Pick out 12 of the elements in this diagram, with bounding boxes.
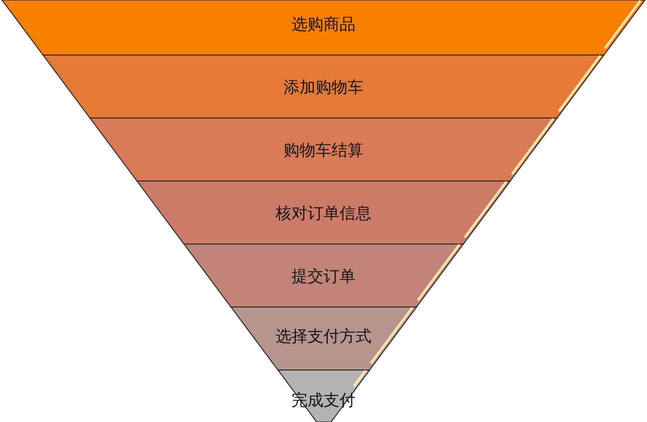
funnel-band	[2, 0, 645, 55]
band-label: 添加购物车	[283, 77, 364, 96]
funnel-band	[230, 307, 416, 370]
band-label: 选购商品	[292, 14, 356, 33]
funnel-band	[184, 244, 464, 307]
funnel-band	[136, 181, 510, 244]
funnel-band	[90, 118, 558, 181]
band-label: 核对订单信息	[275, 203, 372, 222]
band-label: 购物车结算	[283, 140, 364, 159]
band-label: 提交订单	[291, 266, 356, 285]
funnel-band	[42, 55, 604, 118]
band-label: 选择支付方式	[275, 326, 372, 345]
